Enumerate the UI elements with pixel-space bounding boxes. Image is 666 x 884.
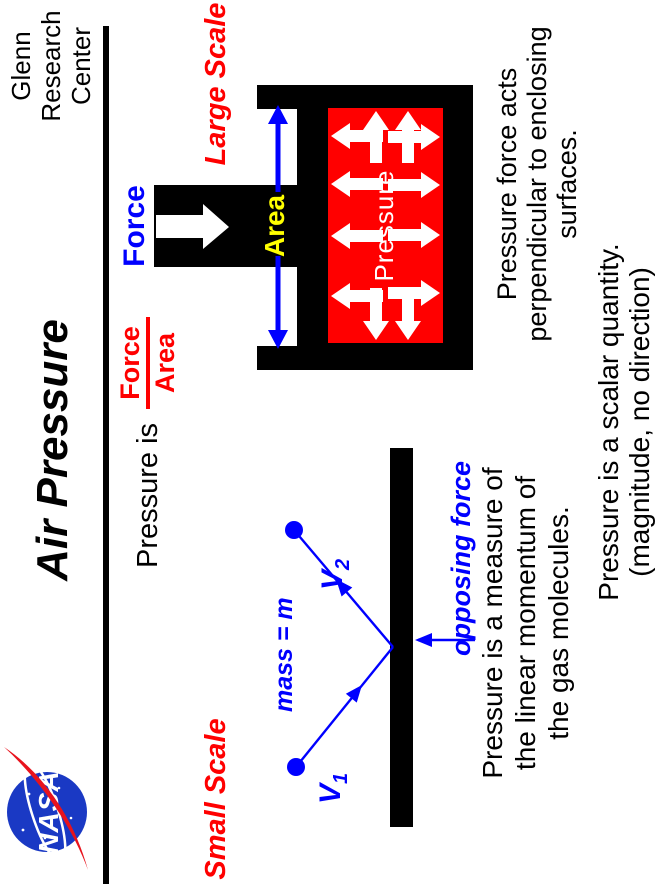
agency-line: Glenn [6,31,36,101]
opposing-force-label: opposing force [446,461,476,656]
opposing-arrowhead-icon [415,633,432,647]
equation-prefix: Pressure is [131,422,164,568]
small-scale-heading: Small Scale [200,718,232,880]
pressure-equation: Pressure is Force Area [112,316,184,568]
caption-line: Pressure is a measure of [477,467,508,779]
large-scale-heading: Large Scale [200,2,232,166]
small-scale-caption: Pressure is a measure of the linear mome… [476,443,575,803]
caption-line: the gas molecules. [543,506,574,740]
fraction-numerator: Force [115,326,145,400]
scalar-statement-line: (magnitude, no direction) [624,267,655,577]
agency-name: Glenn Research Center [6,0,96,136]
scalar-statement-line: Pressure is a scalar quantity. [593,243,624,601]
v2-label: V2 [316,559,355,590]
v2-base: V [316,569,349,590]
logo-stars [21,786,73,840]
v1-vector [295,646,394,768]
pressure-region-label: Pressure [369,169,399,282]
area-label: Area [259,194,290,258]
molecule-end-dot [285,521,303,539]
header-rule [103,26,109,884]
force-over-area-fraction: Force Area [115,316,180,409]
nasa-meatball-logo: NASA [4,747,88,870]
v1-label: V1 [314,773,353,804]
fraction-denominator: Area [150,332,180,393]
force-label: Force [118,185,151,267]
v1-base: V [314,783,347,804]
area-double-arrow [268,105,288,349]
caption-line: perpendicular to enclosing [522,26,552,342]
large-scale-caption: Pressure force acts perpendicular to enc… [492,4,582,364]
agency-line: Research [36,10,66,122]
v1-subscript: 1 [330,772,352,784]
molecule-bounce-diagram [285,521,475,776]
caption-line: the linear momentum of [510,475,541,771]
mass-label: mass = m [270,597,298,712]
scalar-statement: Pressure is a scalar quantity. (magnitud… [593,72,655,772]
page-title: Air Pressure [28,319,77,581]
force-down-arrow-icon [156,204,229,249]
v2-subscript: 2 [332,558,354,570]
caption-line: Pressure force acts [492,67,522,301]
agency-line: Center [66,26,96,106]
molecule-start-dot [287,758,305,776]
caption-line: surfaces. [552,129,582,239]
